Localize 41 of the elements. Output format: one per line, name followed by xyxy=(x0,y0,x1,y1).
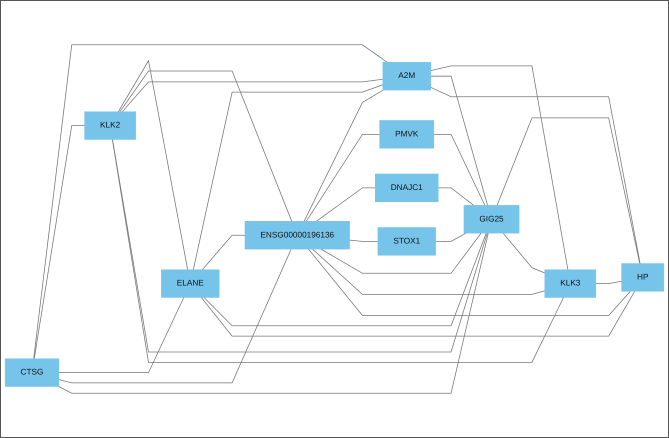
connector xyxy=(118,60,188,270)
connector xyxy=(430,66,568,270)
connector xyxy=(306,134,380,222)
connector xyxy=(34,125,85,360)
connector xyxy=(58,248,292,384)
connector xyxy=(496,118,640,264)
connector xyxy=(192,84,384,270)
connector xyxy=(204,232,487,326)
node-box: KLK2 xyxy=(84,111,136,140)
connector xyxy=(349,240,378,242)
node-box: STOX1 xyxy=(378,227,436,256)
node-box: HP xyxy=(621,263,664,292)
node-box: DNAJC1 xyxy=(375,174,438,202)
node-box: KLK3 xyxy=(544,269,596,298)
connector xyxy=(33,44,388,360)
connector xyxy=(430,86,640,264)
connector xyxy=(58,297,184,373)
connector xyxy=(202,234,246,270)
connector xyxy=(435,232,466,242)
connector xyxy=(200,290,636,336)
connector xyxy=(122,78,384,112)
connector xyxy=(304,90,384,222)
connector xyxy=(316,187,376,222)
connector xyxy=(112,139,564,363)
node-box: CTSG xyxy=(4,358,60,387)
connector xyxy=(438,187,474,206)
node-box: ELANE xyxy=(161,269,220,298)
connector xyxy=(308,248,631,316)
node-box: PMVK xyxy=(379,120,434,148)
connector xyxy=(502,232,546,274)
connector xyxy=(433,134,486,206)
connector xyxy=(58,232,489,394)
node-box: A2M xyxy=(382,62,431,90)
node-box: GIG25 xyxy=(464,205,520,234)
connector xyxy=(112,139,488,352)
connector xyxy=(595,280,622,284)
connector xyxy=(120,70,292,222)
connector xyxy=(320,232,482,274)
connector xyxy=(312,248,546,295)
connector xyxy=(430,76,488,206)
node-box: ENSG00000196136 xyxy=(244,221,350,250)
